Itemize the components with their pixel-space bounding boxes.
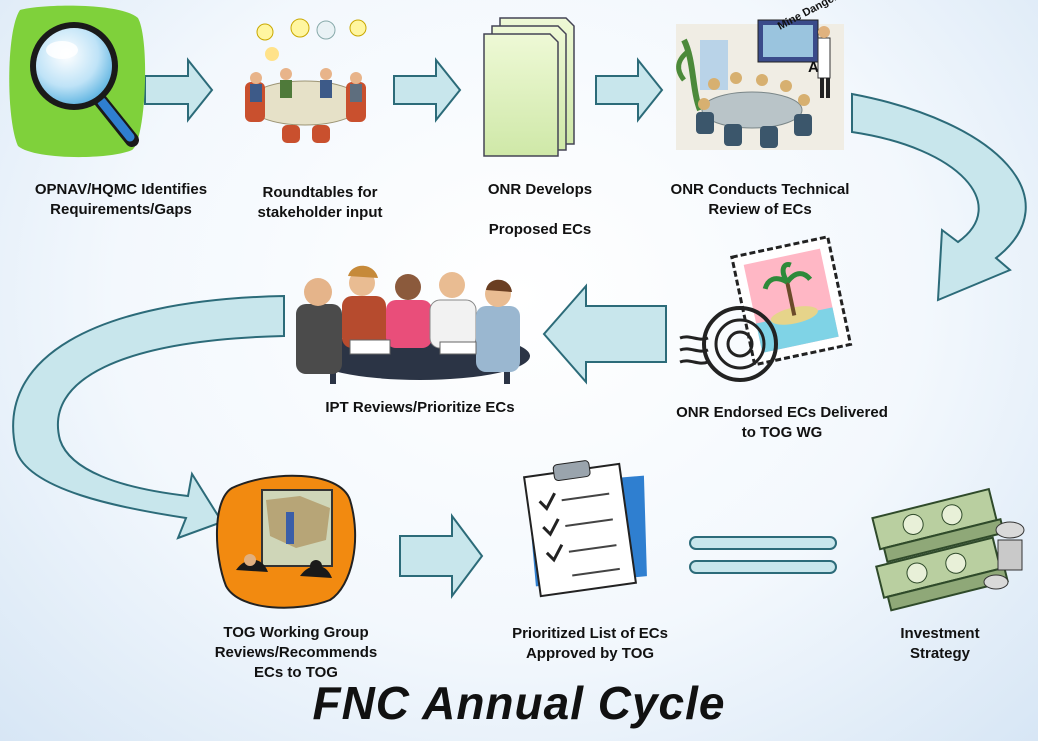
step-label-onr-endorsed: ONR Endorsed ECs Delivered to TOG WG [676, 404, 888, 441]
curved-arrow-left [12, 294, 285, 540]
flow-arrow-2 [393, 57, 462, 123]
postage-stamp-icon [679, 235, 853, 382]
magnifying-glass-icon [9, 5, 146, 158]
flow-arrow-3 [595, 57, 664, 123]
step-label-onr-technical-review: ONR Conducts Technical Review of ECs [670, 181, 850, 218]
step-label-ipt-reviews: IPT Reviews/Prioritize ECs [325, 399, 515, 416]
flow-arrow-1 [144, 57, 214, 123]
money-stack-icon [871, 487, 1025, 612]
team-meeting-icon [296, 265, 530, 384]
clipboard-checklist-icon [522, 460, 647, 598]
document-stack-icon [483, 17, 575, 157]
roundtable-meeting-icon [245, 18, 367, 143]
step-label-roundtables: Roundtables for stakeholder input [257, 184, 383, 221]
equals-sign [689, 536, 837, 574]
curved-arrow-right [851, 92, 1027, 302]
flow-arrow-bottom [399, 513, 484, 599]
flow-arrow-left [542, 283, 667, 385]
conference-room-icon: Mine Danger Area AF [676, 0, 864, 150]
step-label-onr-develops: ONR Develops Proposed ECs [487, 181, 593, 238]
diagram-title: FNC Annual Cycle [312, 677, 726, 729]
step-label-opnav-hqmc: OPNAV/HQMC Identifies Requirements/Gaps [34, 181, 208, 218]
map-briefing-icon [215, 474, 357, 609]
step-label-prioritized-list: Prioritized List of ECs Approved by TOG [512, 625, 668, 662]
step-label-tog-working-group: TOG Working Group Reviews/Recommends ECs… [214, 624, 378, 681]
step-label-investment-strategy: Investment Strategy [900, 625, 980, 662]
